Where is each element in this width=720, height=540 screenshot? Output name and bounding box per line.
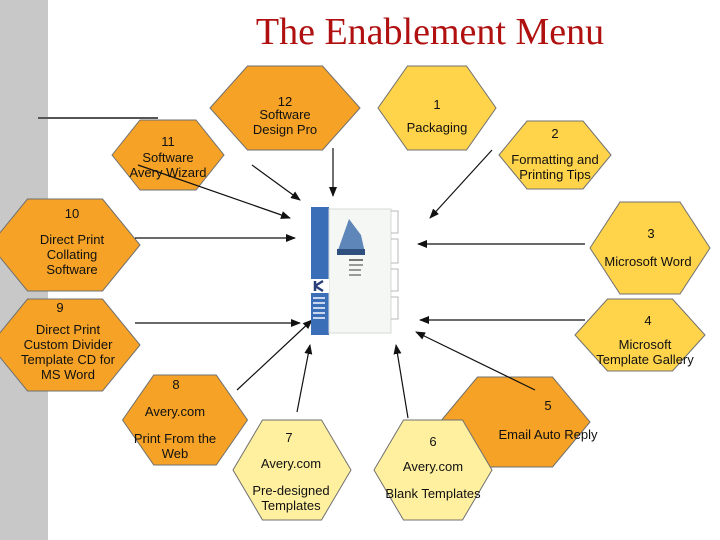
logo-k — [311, 279, 329, 293]
hex-number: 12 — [278, 94, 292, 109]
arrows — [135, 148, 585, 419]
hex-number: 1 — [433, 97, 440, 112]
hexagon-shape — [121, 374, 249, 466]
hexagon-shape — [111, 119, 225, 191]
hex-label-line: Direct Print — [36, 322, 101, 337]
hex-label-line: Print From the — [134, 431, 216, 446]
hex-label-line: Avery.com — [261, 456, 321, 471]
hex-label-line: Software — [46, 262, 97, 277]
arrow — [251, 164, 301, 201]
arrow — [236, 319, 313, 391]
hex-label-line: Software — [259, 107, 310, 122]
hex-number: 7 — [285, 430, 292, 445]
building-image — [337, 219, 365, 253]
hex-number: 9 — [56, 300, 63, 315]
hexagon-shape — [373, 419, 493, 521]
document-thumbnail — [303, 205, 413, 340]
hexagon-shape — [377, 65, 497, 151]
hex-label-line: Software — [142, 150, 193, 165]
hex-number: 11 — [161, 134, 175, 149]
doc-spine — [311, 207, 329, 335]
arrow — [137, 164, 291, 219]
hex-label-line: MS Word — [41, 367, 95, 382]
hex-label-line: Packaging — [407, 120, 468, 135]
hex-label-line: Pre-designed — [252, 483, 329, 498]
hexagon-shape — [232, 419, 352, 521]
hex-number: 3 — [647, 226, 654, 241]
title-rule — [38, 117, 158, 119]
hexagon-shape — [574, 298, 706, 372]
hex-number: 5 — [544, 398, 551, 413]
hex-label-line: Avery Wizard — [129, 165, 206, 180]
hexagon-shape — [209, 65, 361, 151]
hex-label-line: Templates — [261, 498, 321, 513]
hexagon-shape — [589, 201, 711, 295]
hexagon-shape — [498, 120, 612, 190]
hex-number: 4 — [644, 313, 651, 328]
arrow — [296, 344, 313, 413]
hex-label-line: Web — [162, 446, 189, 461]
hex-number: 8 — [172, 377, 179, 392]
hex-number: 6 — [429, 434, 436, 449]
arrow — [415, 331, 536, 391]
hex-number: 2 — [551, 126, 558, 141]
hex-label-line: Template CD for — [21, 352, 116, 367]
hex-label-line: Blank Templates — [385, 486, 481, 501]
hex-label-line: Avery.com — [403, 459, 463, 474]
hexagon-shape — [0, 298, 141, 392]
hex-label-line: Formatting and — [511, 152, 598, 167]
divider-tabs — [391, 210, 399, 320]
hex-label-line: Design Pro — [253, 122, 317, 137]
hex-label-line: Custom Divider — [24, 337, 114, 352]
hexagon-shape — [0, 198, 141, 292]
hex-label-line: Email Auto Reply — [499, 427, 598, 442]
arrow — [429, 149, 493, 219]
hex-label-line: Microsoft — [619, 337, 672, 352]
hex-label-line: Microsoft Word — [604, 254, 691, 269]
page-title: The Enablement Menu — [255, 11, 605, 53]
hex-number: 10 — [65, 206, 79, 221]
hex-label-line: Direct Print — [40, 232, 105, 247]
arrow — [393, 344, 409, 419]
hex-label-line: Collating — [47, 247, 98, 262]
hex-label-line: Printing Tips — [519, 167, 591, 182]
hex-label-line: Template Gallery — [596, 352, 694, 367]
hex-label-line: Avery.com — [145, 404, 205, 419]
